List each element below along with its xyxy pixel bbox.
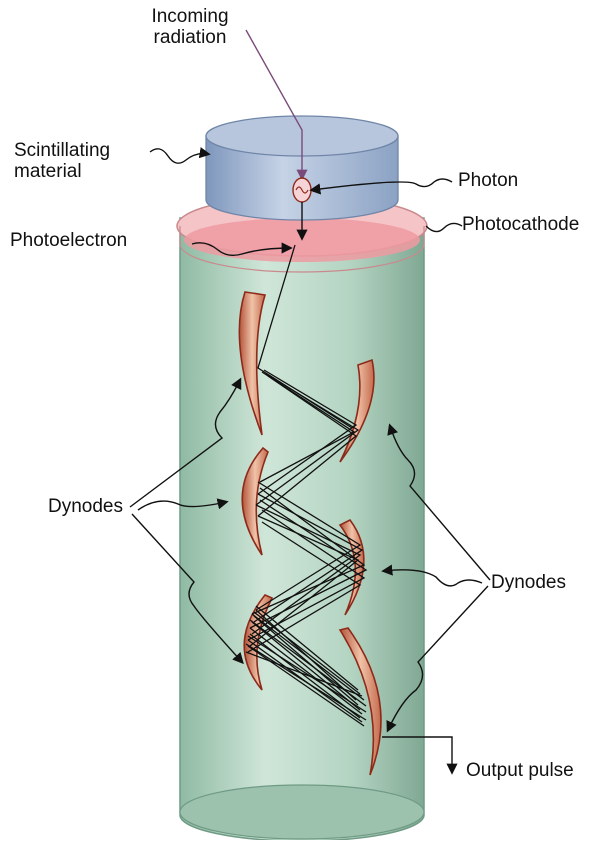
- output-pulse-label: Output pulse: [466, 760, 574, 781]
- photon-symbol: [293, 178, 311, 202]
- scint-leader: [150, 149, 208, 163]
- scintillating-material-label: Scintillating material: [14, 140, 110, 182]
- dynodes-left-label: Dynodes: [48, 496, 123, 517]
- photocathode-label: Photocathode: [462, 214, 579, 235]
- tube-body: [180, 218, 424, 840]
- incoming-radiation-line2: radiation: [140, 27, 240, 48]
- photocathode-leader: [426, 223, 462, 231]
- photon-label: Photon: [458, 170, 518, 191]
- scintillating-material-line1: Scintillating: [14, 140, 110, 161]
- tube-bottom: [180, 785, 424, 839]
- incoming-radiation-line1: Incoming: [140, 6, 240, 27]
- photoelectron-label: Photoelectron: [10, 230, 127, 251]
- scintillating-material-line2: material: [14, 161, 110, 182]
- incoming-radiation-label: Incoming radiation: [140, 6, 240, 48]
- dynodes-right-label: Dynodes: [491, 572, 566, 593]
